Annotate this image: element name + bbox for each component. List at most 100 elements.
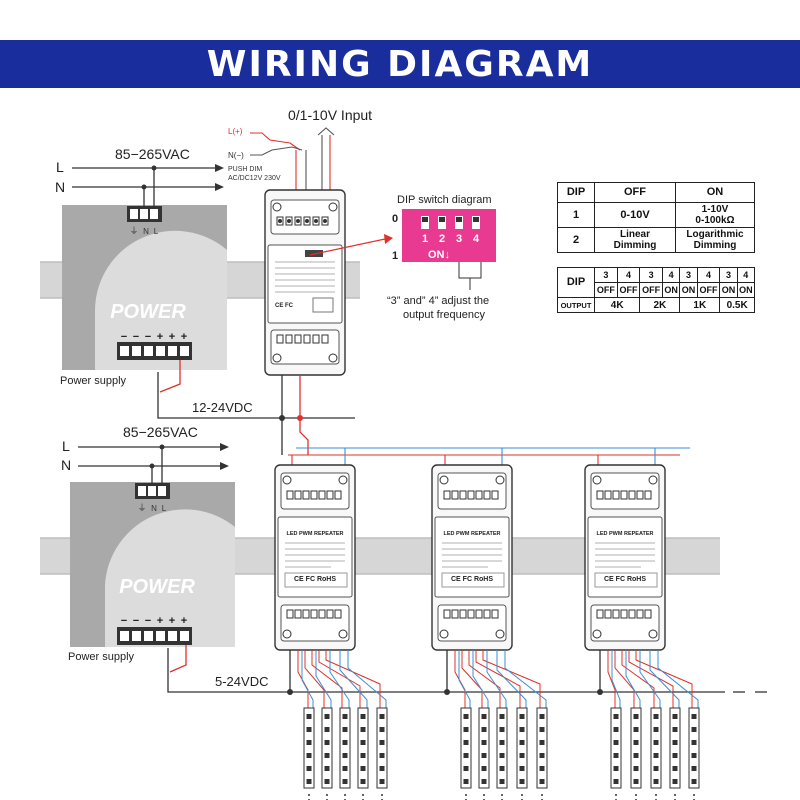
led-strip-3-4 bbox=[669, 707, 681, 800]
led-strip-1-2 bbox=[321, 707, 333, 800]
n-minus-label: N(−) bbox=[228, 151, 244, 160]
top-supply-terminal-4: + bbox=[157, 331, 163, 343]
output-frequency-table: DIP 3 4 3 4 3 4 3 4 OFF OFF OFF ON ON OF… bbox=[557, 267, 756, 313]
bottom-supply-terminal-5: + bbox=[169, 615, 175, 627]
dip-number-3: 3 bbox=[456, 233, 462, 245]
top-power-text: POWER bbox=[110, 301, 186, 323]
dip-note-line1: “3” and” 4” adjust the bbox=[387, 295, 489, 307]
dip-row2-number: 2 bbox=[557, 227, 595, 253]
dip-row1-off: 0-10V bbox=[594, 202, 676, 228]
out-state-3: OFF bbox=[639, 282, 664, 298]
out-dip-number-7: 3 bbox=[719, 267, 738, 283]
top-l-terminal-label: L bbox=[154, 227, 159, 236]
dip-row2-off-line1: Linear bbox=[619, 229, 650, 240]
out-state-7: ON bbox=[719, 282, 738, 298]
out-state-2: OFF bbox=[616, 282, 641, 298]
top-dc-label: 12-24VDC bbox=[192, 400, 253, 415]
dip-row1-on: 1-10V 0-100kΩ bbox=[675, 202, 755, 228]
out-state-6: OFF bbox=[696, 282, 721, 298]
led-strip-3-5 bbox=[688, 707, 700, 800]
dip-title: DIP switch diagram bbox=[397, 194, 492, 206]
dip-note-line2: output frequency bbox=[403, 309, 485, 321]
bottom-supply-label: Power supply bbox=[68, 651, 135, 663]
bottom-supply-terminal-6: + bbox=[181, 615, 187, 627]
led-strip-1-5 bbox=[376, 707, 388, 800]
led-strip-3-2 bbox=[630, 707, 642, 800]
out-output-label: OUTPUT bbox=[557, 297, 595, 313]
dip-zero-label: 0 bbox=[392, 213, 398, 225]
led-strip-3-3 bbox=[650, 707, 662, 800]
dip-header-on: ON bbox=[675, 182, 755, 203]
dip-header-dip: DIP bbox=[557, 182, 595, 203]
diagram-title: WIRING DIAGRAM bbox=[206, 44, 594, 85]
dc-bus-top bbox=[157, 360, 355, 455]
bottom-power-supply bbox=[70, 482, 235, 647]
out-dip-number-4: 4 bbox=[662, 267, 681, 283]
led-strip-2-4 bbox=[516, 707, 528, 800]
top-supply-terminal-2: − bbox=[133, 331, 139, 343]
repeater-module-2 bbox=[431, 464, 513, 651]
controller-module bbox=[264, 189, 346, 376]
l-plus-label: L(+) bbox=[228, 127, 243, 136]
bottom-n-terminal-label: N bbox=[151, 504, 157, 513]
push-dim-label: PUSH DIM bbox=[228, 166, 262, 173]
top-supply-label: Power supply bbox=[60, 375, 127, 387]
dip-pointer-arrow bbox=[309, 234, 393, 256]
bottom-power-text: POWER bbox=[119, 576, 195, 598]
led-strip-2-1 bbox=[460, 707, 472, 800]
led-strip-2-2 bbox=[478, 707, 490, 800]
top-line-n: N bbox=[55, 179, 65, 195]
bottom-supply-terminal-3: − bbox=[145, 615, 151, 627]
push-dim-voltage: AC/DC12V 230V bbox=[228, 175, 281, 182]
out-dip-label: DIP bbox=[557, 267, 595, 298]
title-banner bbox=[0, 40, 800, 88]
bottom-ac-lines bbox=[78, 446, 220, 486]
dip-row1-number: 1 bbox=[557, 202, 595, 228]
repeater-1-title: LED PWM REPEATER bbox=[286, 531, 343, 537]
out-state-4: ON bbox=[662, 282, 681, 298]
input-label: 0/1-10V Input bbox=[288, 107, 372, 123]
out-output-2: 2K bbox=[639, 297, 681, 313]
bottom-supply-terminal-1: − bbox=[121, 615, 127, 627]
top-n-terminal-label: N bbox=[143, 227, 149, 236]
out-state-5: ON bbox=[679, 282, 698, 298]
bottom-l-terminal-label: L bbox=[162, 504, 167, 513]
dip-row1-on-line2: 0-100kΩ bbox=[695, 215, 735, 226]
led-strip-1-3 bbox=[339, 707, 351, 800]
out-dip-number-3: 3 bbox=[639, 267, 664, 283]
dip-note-bracket bbox=[458, 262, 482, 290]
bottom-ac-label: 85−265VAC bbox=[123, 424, 198, 440]
repeater-3-cert: CE FC RoHS bbox=[604, 576, 646, 583]
push-dim-wiring bbox=[250, 127, 335, 195]
out-dip-number-1: 3 bbox=[594, 267, 618, 283]
led-strip-1-1 bbox=[303, 707, 315, 800]
dip-on-label: ON↓ bbox=[428, 249, 450, 261]
out-output-3: 1K bbox=[679, 297, 721, 313]
dip-number-4: 4 bbox=[473, 233, 480, 245]
top-supply-terminal-1: − bbox=[121, 331, 127, 343]
dip-row2-off-line2: Dimming bbox=[613, 240, 657, 251]
top-supply-terminal-3: − bbox=[145, 331, 151, 343]
bottom-supply-terminal-4: + bbox=[157, 615, 163, 627]
dip-settings-table: DIP OFF ON 1 0-10V 1-10V 0-100kΩ 2 Linea… bbox=[557, 182, 755, 253]
output-wiring-group-1 bbox=[297, 650, 387, 708]
out-dip-number-2: 4 bbox=[616, 267, 641, 283]
output-wiring-group-3 bbox=[607, 650, 699, 708]
bottom-line-n: N bbox=[61, 457, 71, 473]
bottom-dc-label: 5-24VDC bbox=[215, 674, 268, 689]
repeater-2-cert: CE FC RoHS bbox=[451, 576, 493, 583]
repeater-3-title: LED PWM REPEATER bbox=[596, 531, 653, 537]
bottom-ground-terminal-label: ⏚ bbox=[137, 503, 146, 513]
led-strip-3-1 bbox=[610, 707, 622, 800]
top-supply-terminal-5: + bbox=[169, 331, 175, 343]
top-ground-terminal-label: ⏚ bbox=[129, 226, 138, 236]
out-state-1: OFF bbox=[594, 282, 618, 298]
led-strip-2-5 bbox=[536, 707, 548, 800]
repeater-1-cert: CE FC RoHS bbox=[294, 576, 336, 583]
out-dip-number-6: 4 bbox=[696, 267, 721, 283]
dip-row2-on: Logarithmic Dimming bbox=[675, 227, 755, 253]
out-dip-number-5: 3 bbox=[679, 267, 698, 283]
out-output-1: 4K bbox=[593, 297, 641, 313]
out-state-8: ON bbox=[736, 282, 756, 298]
